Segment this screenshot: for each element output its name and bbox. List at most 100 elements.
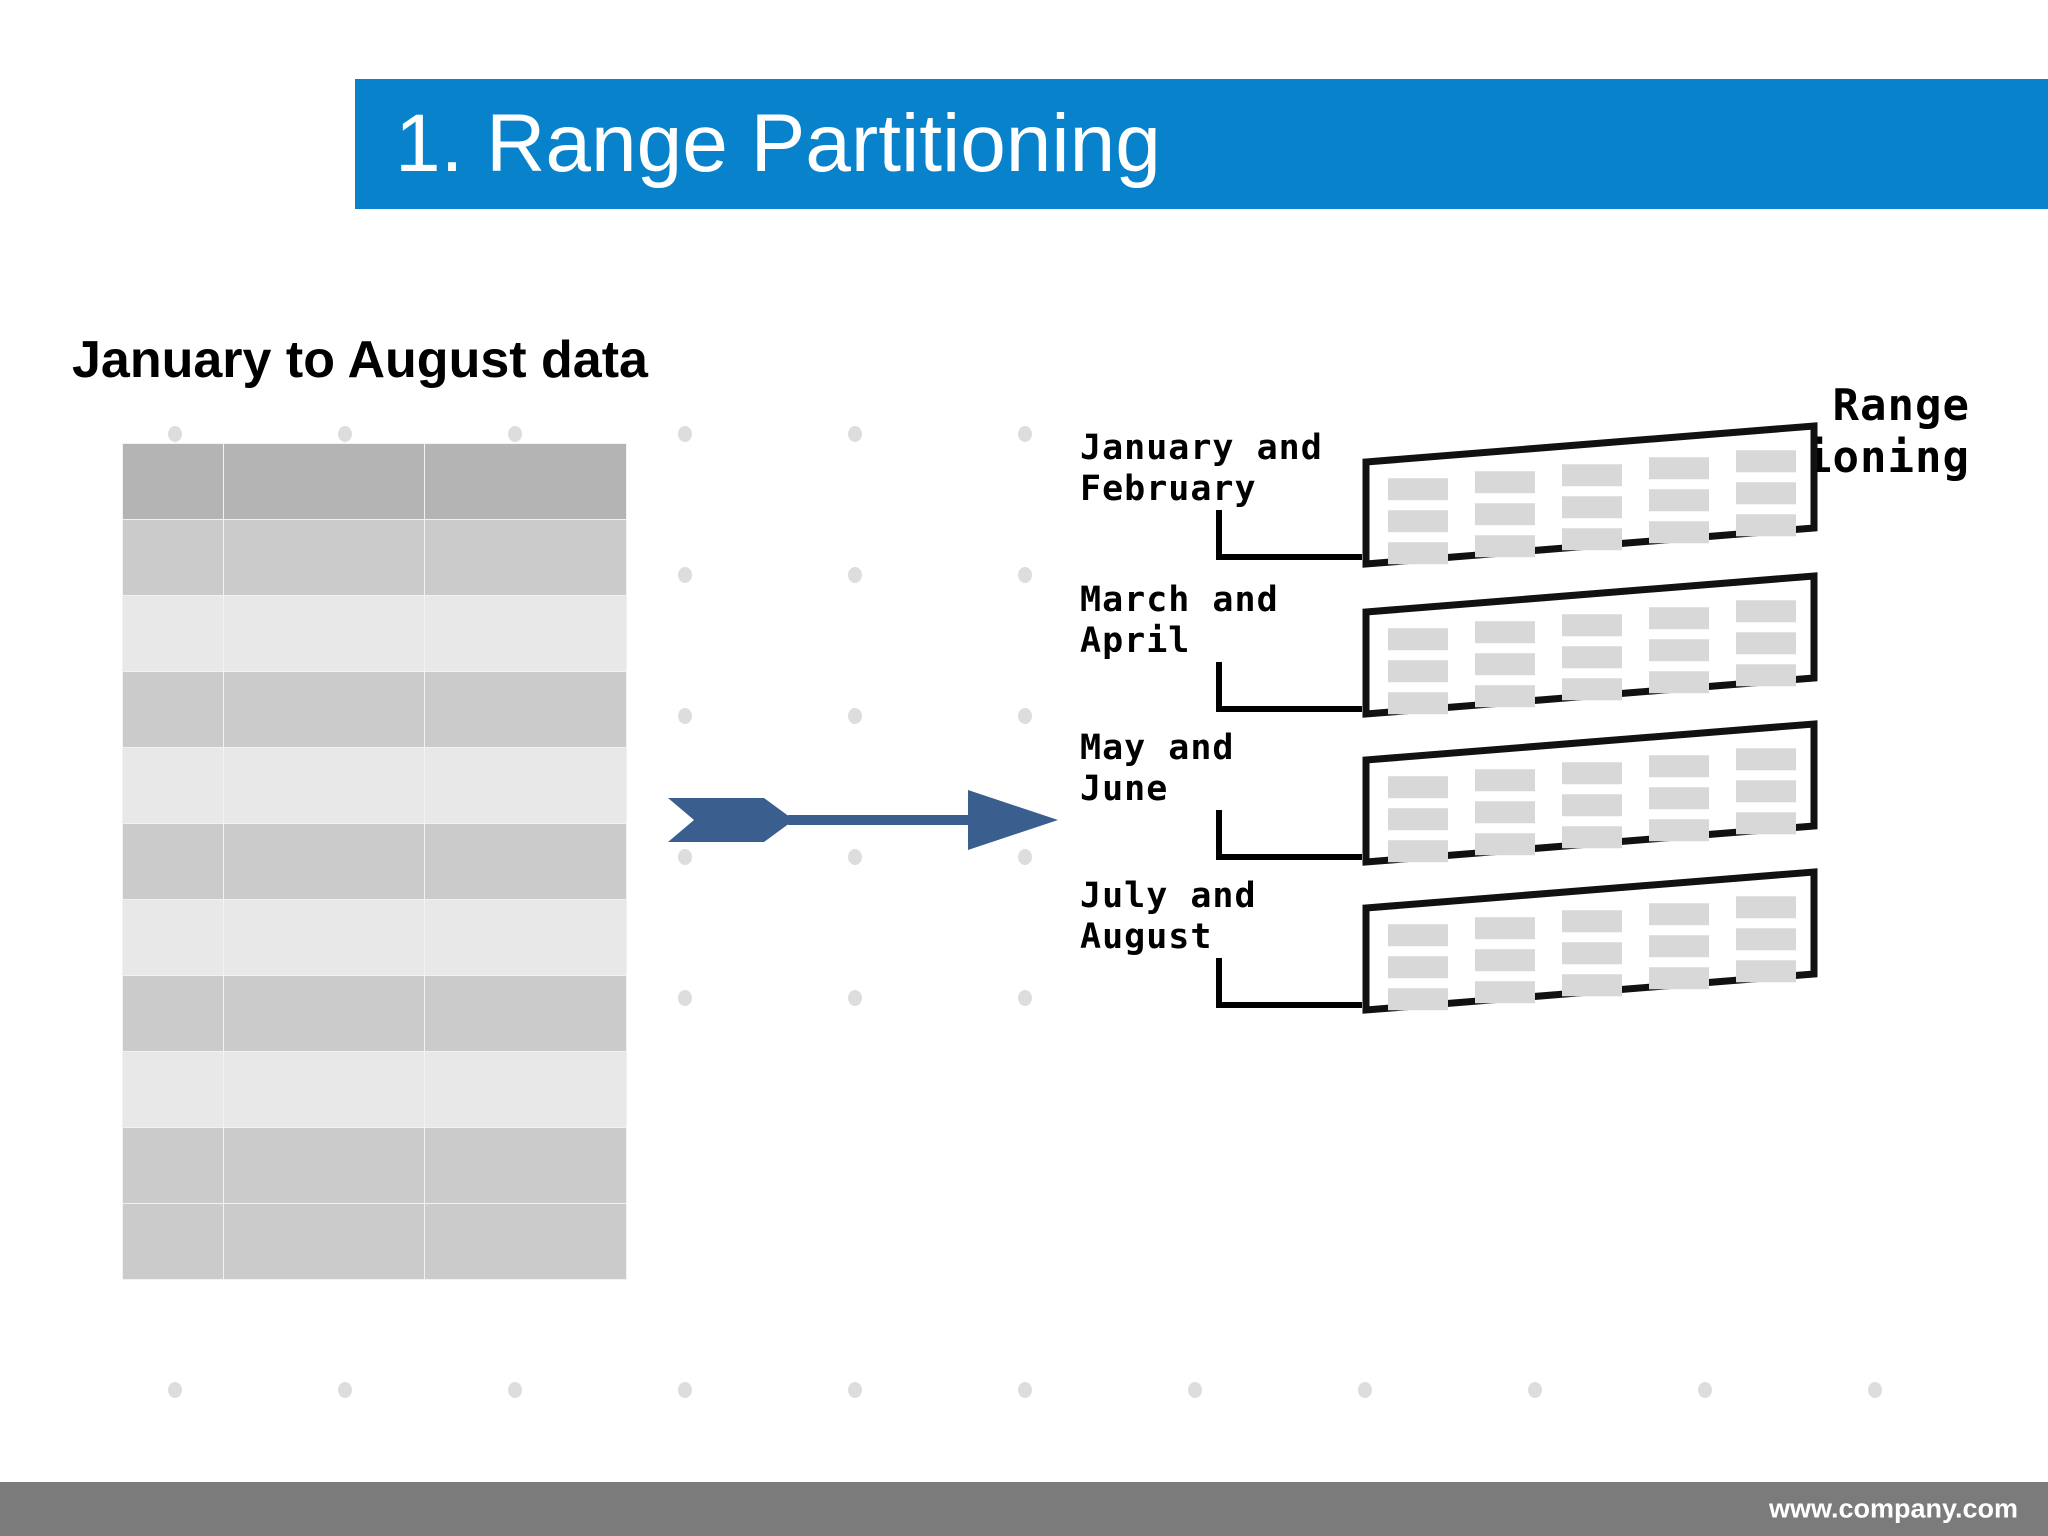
table-cell — [223, 595, 425, 672]
partition-record — [1475, 833, 1535, 856]
partition-record — [1475, 503, 1535, 526]
partition-record — [1736, 664, 1796, 687]
table-row — [122, 975, 627, 1052]
partition-record — [1562, 528, 1622, 551]
partition-label-jan-feb: January and February — [1080, 428, 1380, 510]
partition-record — [1388, 660, 1448, 683]
partition-record — [1736, 748, 1796, 771]
leader-line-jan-feb — [1216, 510, 1362, 560]
background-dot — [678, 567, 692, 583]
partition-label-jul-aug-line2: August — [1080, 917, 1213, 957]
table-cell — [424, 519, 627, 596]
partition-record — [1475, 621, 1535, 644]
table-row — [122, 519, 627, 596]
table-cell — [122, 1051, 224, 1128]
background-dot — [848, 708, 862, 724]
partition-record — [1388, 808, 1448, 831]
partition-label-mar-apr-line2: April — [1080, 621, 1191, 661]
partition-record — [1388, 840, 1448, 863]
partition-label-may-jun: May and June — [1080, 728, 1380, 810]
partition-record — [1562, 464, 1622, 487]
background-dot — [338, 426, 352, 442]
range-partitioning-diagram: Range Partitioning January and February … — [1080, 380, 1980, 1320]
partition-record — [1649, 489, 1709, 512]
background-dot — [678, 708, 692, 724]
table-cell — [223, 975, 425, 1052]
partition-record — [1388, 924, 1448, 947]
partition-record — [1562, 678, 1622, 701]
background-dot — [508, 426, 522, 442]
background-dot — [1018, 708, 1032, 724]
table-cell — [424, 1203, 627, 1280]
background-dot — [678, 426, 692, 442]
table-cell — [223, 899, 425, 976]
partition-record — [1475, 917, 1535, 940]
partition-record — [1736, 632, 1796, 655]
table-cell — [424, 1127, 627, 1204]
table-cell — [223, 747, 425, 824]
background-dot — [848, 990, 862, 1006]
partition-record — [1475, 685, 1535, 708]
partition-record — [1562, 974, 1622, 997]
partition-box-may-jun — [1360, 718, 1820, 873]
partition-record — [1388, 628, 1448, 651]
table-cell — [122, 443, 224, 520]
partition-record — [1736, 450, 1796, 473]
background-dot — [1018, 567, 1032, 583]
table-cell — [223, 671, 425, 748]
table-row — [122, 671, 627, 748]
partition-record — [1475, 535, 1535, 558]
slide-subtitle: January to August data — [72, 331, 648, 389]
partition-record — [1475, 981, 1535, 1004]
partition-record — [1388, 776, 1448, 799]
table-cell — [122, 595, 224, 672]
page-title: 1. Range Partitioning — [395, 98, 1161, 189]
table-cell — [122, 519, 224, 596]
background-dot — [338, 1382, 352, 1398]
partition-record — [1736, 960, 1796, 983]
partition-record — [1562, 826, 1622, 849]
partition-record — [1388, 510, 1448, 533]
table-cell — [122, 823, 224, 900]
partition-record — [1736, 928, 1796, 951]
partition-record — [1649, 903, 1709, 926]
partition-box-jul-aug — [1360, 866, 1820, 1021]
leader-line-mar-apr — [1216, 662, 1362, 712]
partition-record — [1562, 762, 1622, 785]
slide-title-bar: 1. Range Partitioning — [355, 79, 2048, 209]
background-dot — [848, 567, 862, 583]
background-dot — [1528, 1382, 1542, 1398]
table-cell — [424, 671, 627, 748]
background-dot — [678, 1382, 692, 1398]
partition-record — [1649, 671, 1709, 694]
table-body — [122, 443, 627, 1280]
partition-record — [1649, 457, 1709, 480]
table-row — [122, 823, 627, 900]
partition-record — [1388, 988, 1448, 1011]
partition-record — [1562, 614, 1622, 637]
partition-record — [1649, 935, 1709, 958]
background-dot — [1698, 1382, 1712, 1398]
partition-label-mar-apr: March and April — [1080, 580, 1380, 662]
table-cell — [424, 899, 627, 976]
background-dot — [1188, 1382, 1202, 1398]
background-dot — [1358, 1382, 1372, 1398]
partition-record — [1649, 521, 1709, 544]
table-cell — [223, 823, 425, 900]
table-cell — [424, 443, 627, 520]
partition-record — [1736, 896, 1796, 919]
table-cell — [122, 1127, 224, 1204]
background-dot — [678, 990, 692, 1006]
partition-record — [1649, 967, 1709, 990]
partition-label-may-jun-line1: May and — [1080, 728, 1235, 768]
table-cell — [223, 1203, 425, 1280]
table-row — [122, 1051, 627, 1128]
table-cell — [122, 671, 224, 748]
table-row — [122, 1127, 627, 1204]
partition-record — [1388, 692, 1448, 715]
background-dot — [848, 426, 862, 442]
table-cell — [122, 899, 224, 976]
partition-record — [1562, 942, 1622, 965]
partition-record — [1649, 607, 1709, 630]
partition-box-jan-feb — [1360, 420, 1820, 575]
